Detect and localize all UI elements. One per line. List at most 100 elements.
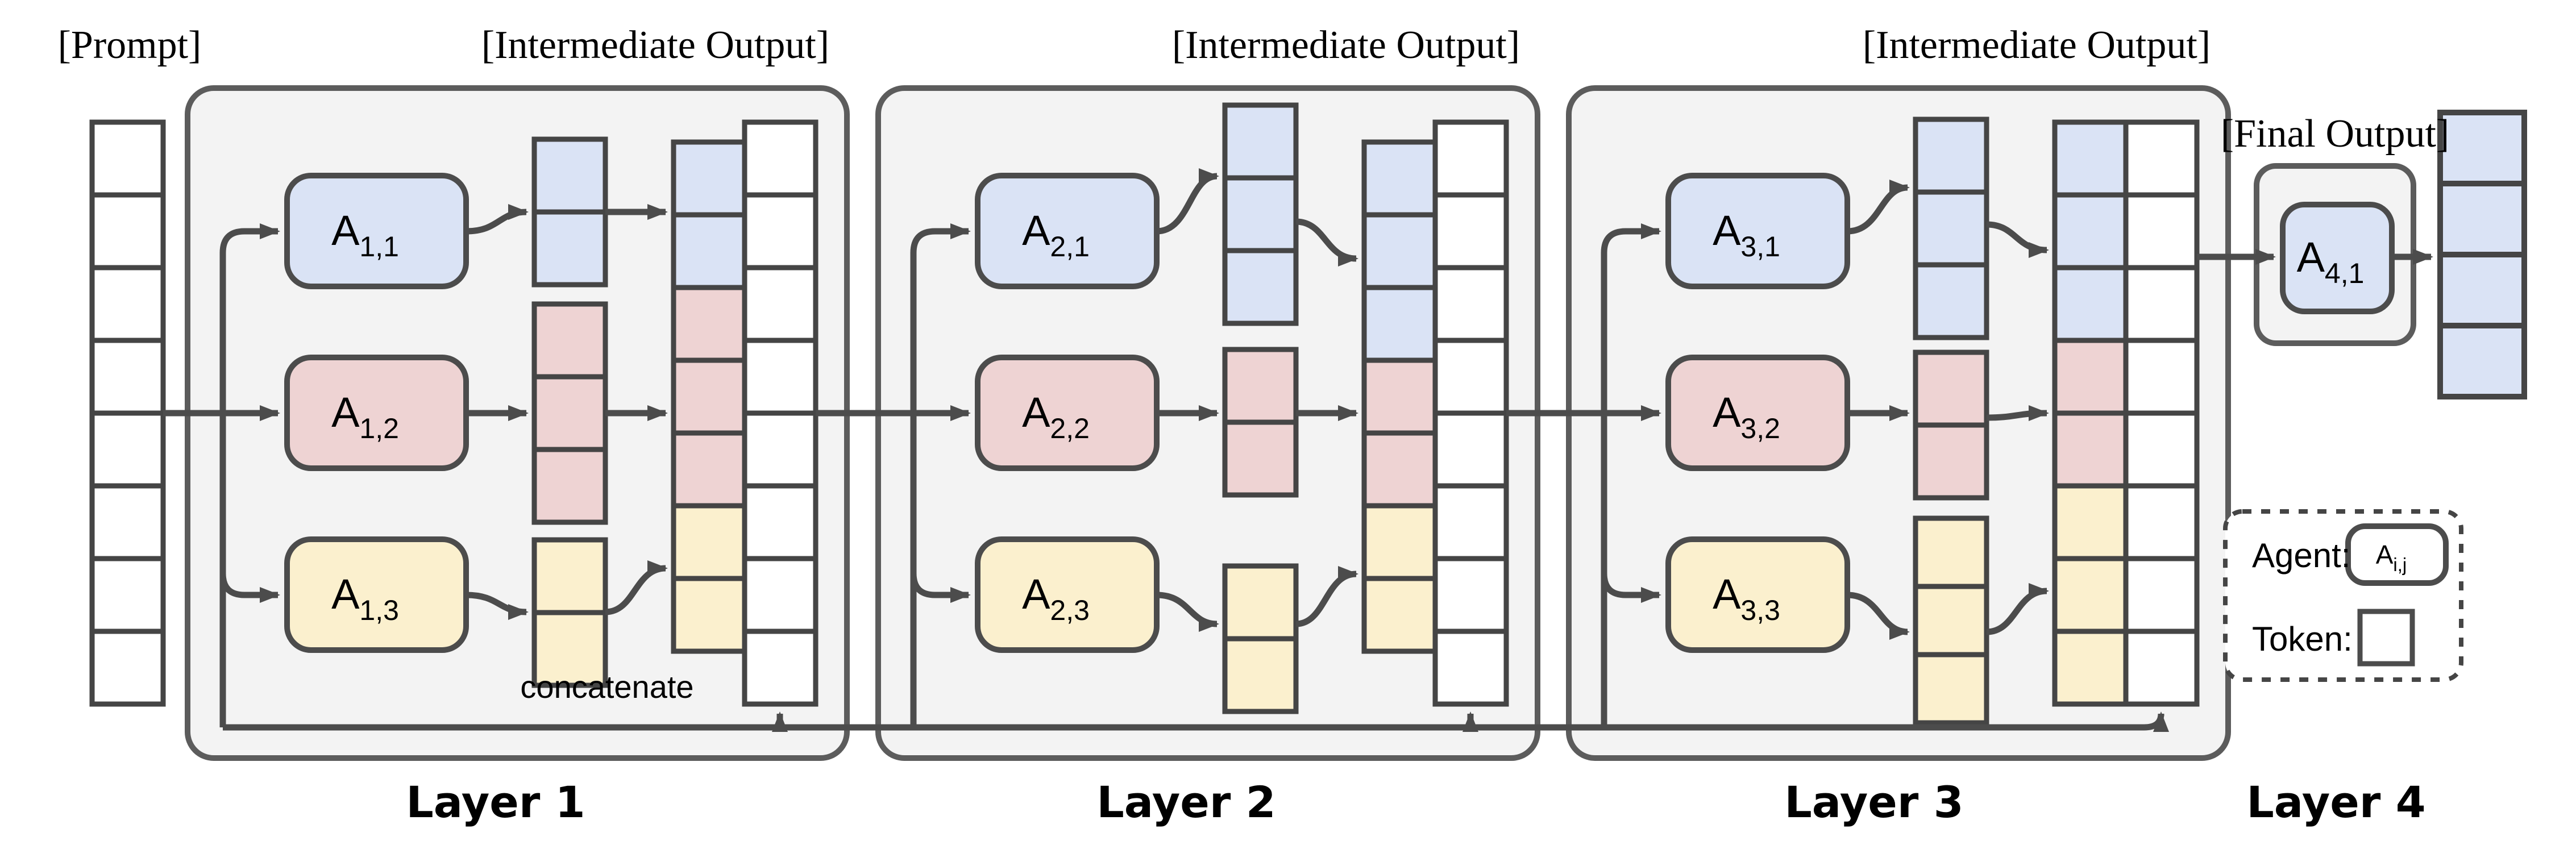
agent-label: A2,2 <box>1022 389 1090 444</box>
agent-output-token-cell <box>531 447 608 525</box>
concat-token-cell <box>671 285 747 363</box>
branch-up-to-top-agent <box>219 223 280 413</box>
layer-name-label: Layer 4 <box>2246 777 2425 827</box>
passthrough-token-cell <box>2123 556 2200 634</box>
agent-label: A1,1 <box>331 207 399 263</box>
output-to-concat-arrow <box>605 560 668 615</box>
concat-token-cell <box>2052 556 2129 634</box>
passthrough-token-cell <box>2123 192 2200 270</box>
concat-token-cell <box>671 212 747 290</box>
layer-name-label: Layer 2 <box>1096 777 1275 827</box>
passthrough-token-cell <box>1432 119 1509 198</box>
intermediate-output-label: [Intermediate Output] <box>1172 23 1520 67</box>
concat-token-cell <box>2052 410 2129 489</box>
final-output-token-cell <box>2437 181 2527 257</box>
agent-label: A3,1 <box>1713 207 1780 263</box>
concat-token-cell <box>671 503 747 581</box>
agent-label: A2,1 <box>1022 207 1090 263</box>
agent-output-token-cell <box>1913 189 1989 268</box>
prompt-token-cell <box>89 192 166 270</box>
prompt-token-cell <box>89 556 166 634</box>
agent-label: A3,2 <box>1713 389 1780 444</box>
concat-token-cell <box>2052 265 2129 343</box>
agent-output-token-cell <box>1222 102 1299 181</box>
intermediate-output-label: [Intermediate Output] <box>1863 23 2211 67</box>
final-output-token-cell <box>2437 110 2527 186</box>
passthrough-token-cell <box>742 628 818 707</box>
layer-name-label: Layer 1 <box>406 777 585 827</box>
passthrough-token-cell <box>742 265 818 343</box>
concat-token-cell <box>1361 357 1438 436</box>
concat-token-cell <box>1361 576 1438 654</box>
arrows <box>163 168 2433 732</box>
agent-output-token-cell <box>531 136 608 215</box>
passthrough-token-cell <box>742 483 818 561</box>
output-to-concat-arrow <box>1986 221 2049 258</box>
output-to-concat-arrow <box>1986 405 2049 422</box>
passthrough-token-cell <box>2123 410 2200 489</box>
agent-output-token-cell <box>1913 116 1989 195</box>
final-output-label: [Final Output] <box>2221 112 2449 156</box>
passthrough-token-cell <box>1432 192 1509 270</box>
branch-up-to-top-agent <box>910 223 971 413</box>
agent-output-token-cell <box>1913 652 1989 726</box>
branch-up-to-top-agent <box>1601 223 1661 413</box>
agent-label: A1,2 <box>331 389 399 444</box>
passthrough-token-cell <box>2123 265 2200 343</box>
concat-token-cell <box>2052 628 2129 707</box>
agent-output-token-cell <box>531 374 608 452</box>
passthrough-token-cell <box>1432 338 1509 416</box>
passthrough-token-cell <box>742 556 818 634</box>
agent-output-token-cell <box>531 209 608 288</box>
passthrough-token-cell <box>1432 483 1509 561</box>
passthrough-token-cell <box>2123 119 2200 198</box>
agent-output-token-cell <box>1222 563 1299 642</box>
agent-output-token-cell <box>1913 584 1989 657</box>
passthrough-token-cell <box>1432 410 1509 489</box>
prompt-token-cell <box>89 119 166 198</box>
passthrough-token-cell <box>1432 628 1509 707</box>
agent-to-output-arrow <box>466 592 529 620</box>
token-columns <box>89 102 2527 726</box>
agent-to-output-arrow <box>466 204 529 235</box>
concat-token-cell <box>1361 503 1438 581</box>
concat-token-cell <box>671 357 747 436</box>
output-to-concat-arrow <box>1295 218 1358 267</box>
legend-agent-symbol: Ai,j <box>2376 540 2407 575</box>
output-to-concat-arrow <box>1986 583 2049 635</box>
prompt-token-cell <box>89 410 166 489</box>
legend-token-label: Token: <box>2252 620 2353 658</box>
labels: [Prompt][Intermediate Output]A1,1A1,2A1,… <box>58 23 2450 827</box>
output-to-concat-arrow <box>1295 566 1358 627</box>
passthrough-token-cell <box>742 192 818 270</box>
passthrough-token-cell <box>2123 338 2200 416</box>
prompt-token-cell <box>89 628 166 707</box>
agent-label: A4,1 <box>2297 234 2365 289</box>
concat-token-cell <box>2052 338 2129 416</box>
legend-token-square <box>2357 609 2415 667</box>
final-output-token-cell <box>2437 252 2527 328</box>
agent-output-token-cell <box>1222 175 1299 253</box>
concat-token-cell <box>2052 192 2129 270</box>
passthrough-token-cell <box>1432 265 1509 343</box>
concat-token-cell <box>2052 119 2129 198</box>
passthrough-token-cell <box>742 410 818 489</box>
agent-output-token-cell <box>1913 262 1989 340</box>
legend-agent-label: Agent: <box>2252 536 2350 575</box>
concat-token-cell <box>1361 285 1438 363</box>
final-output-token-cell <box>2437 323 2527 399</box>
agent-to-output-arrow <box>1156 592 1219 632</box>
agent-output-token-cell <box>531 537 608 615</box>
agent-output-token-cell <box>1913 349 1989 428</box>
concat-token-cell <box>2052 483 2129 561</box>
prompt-label: [Prompt] <box>58 23 202 67</box>
passthrough-token-cell <box>742 338 818 416</box>
passthrough-token-cell <box>2123 483 2200 561</box>
agent-label: A2,3 <box>1022 571 1090 626</box>
agent-output-token-cell <box>531 610 608 688</box>
concatenate-label: concatenate <box>520 669 693 705</box>
prompt-token-cell <box>89 338 166 416</box>
concat-token-cell <box>1361 430 1438 509</box>
agent-to-output-arrow <box>1156 168 1219 235</box>
